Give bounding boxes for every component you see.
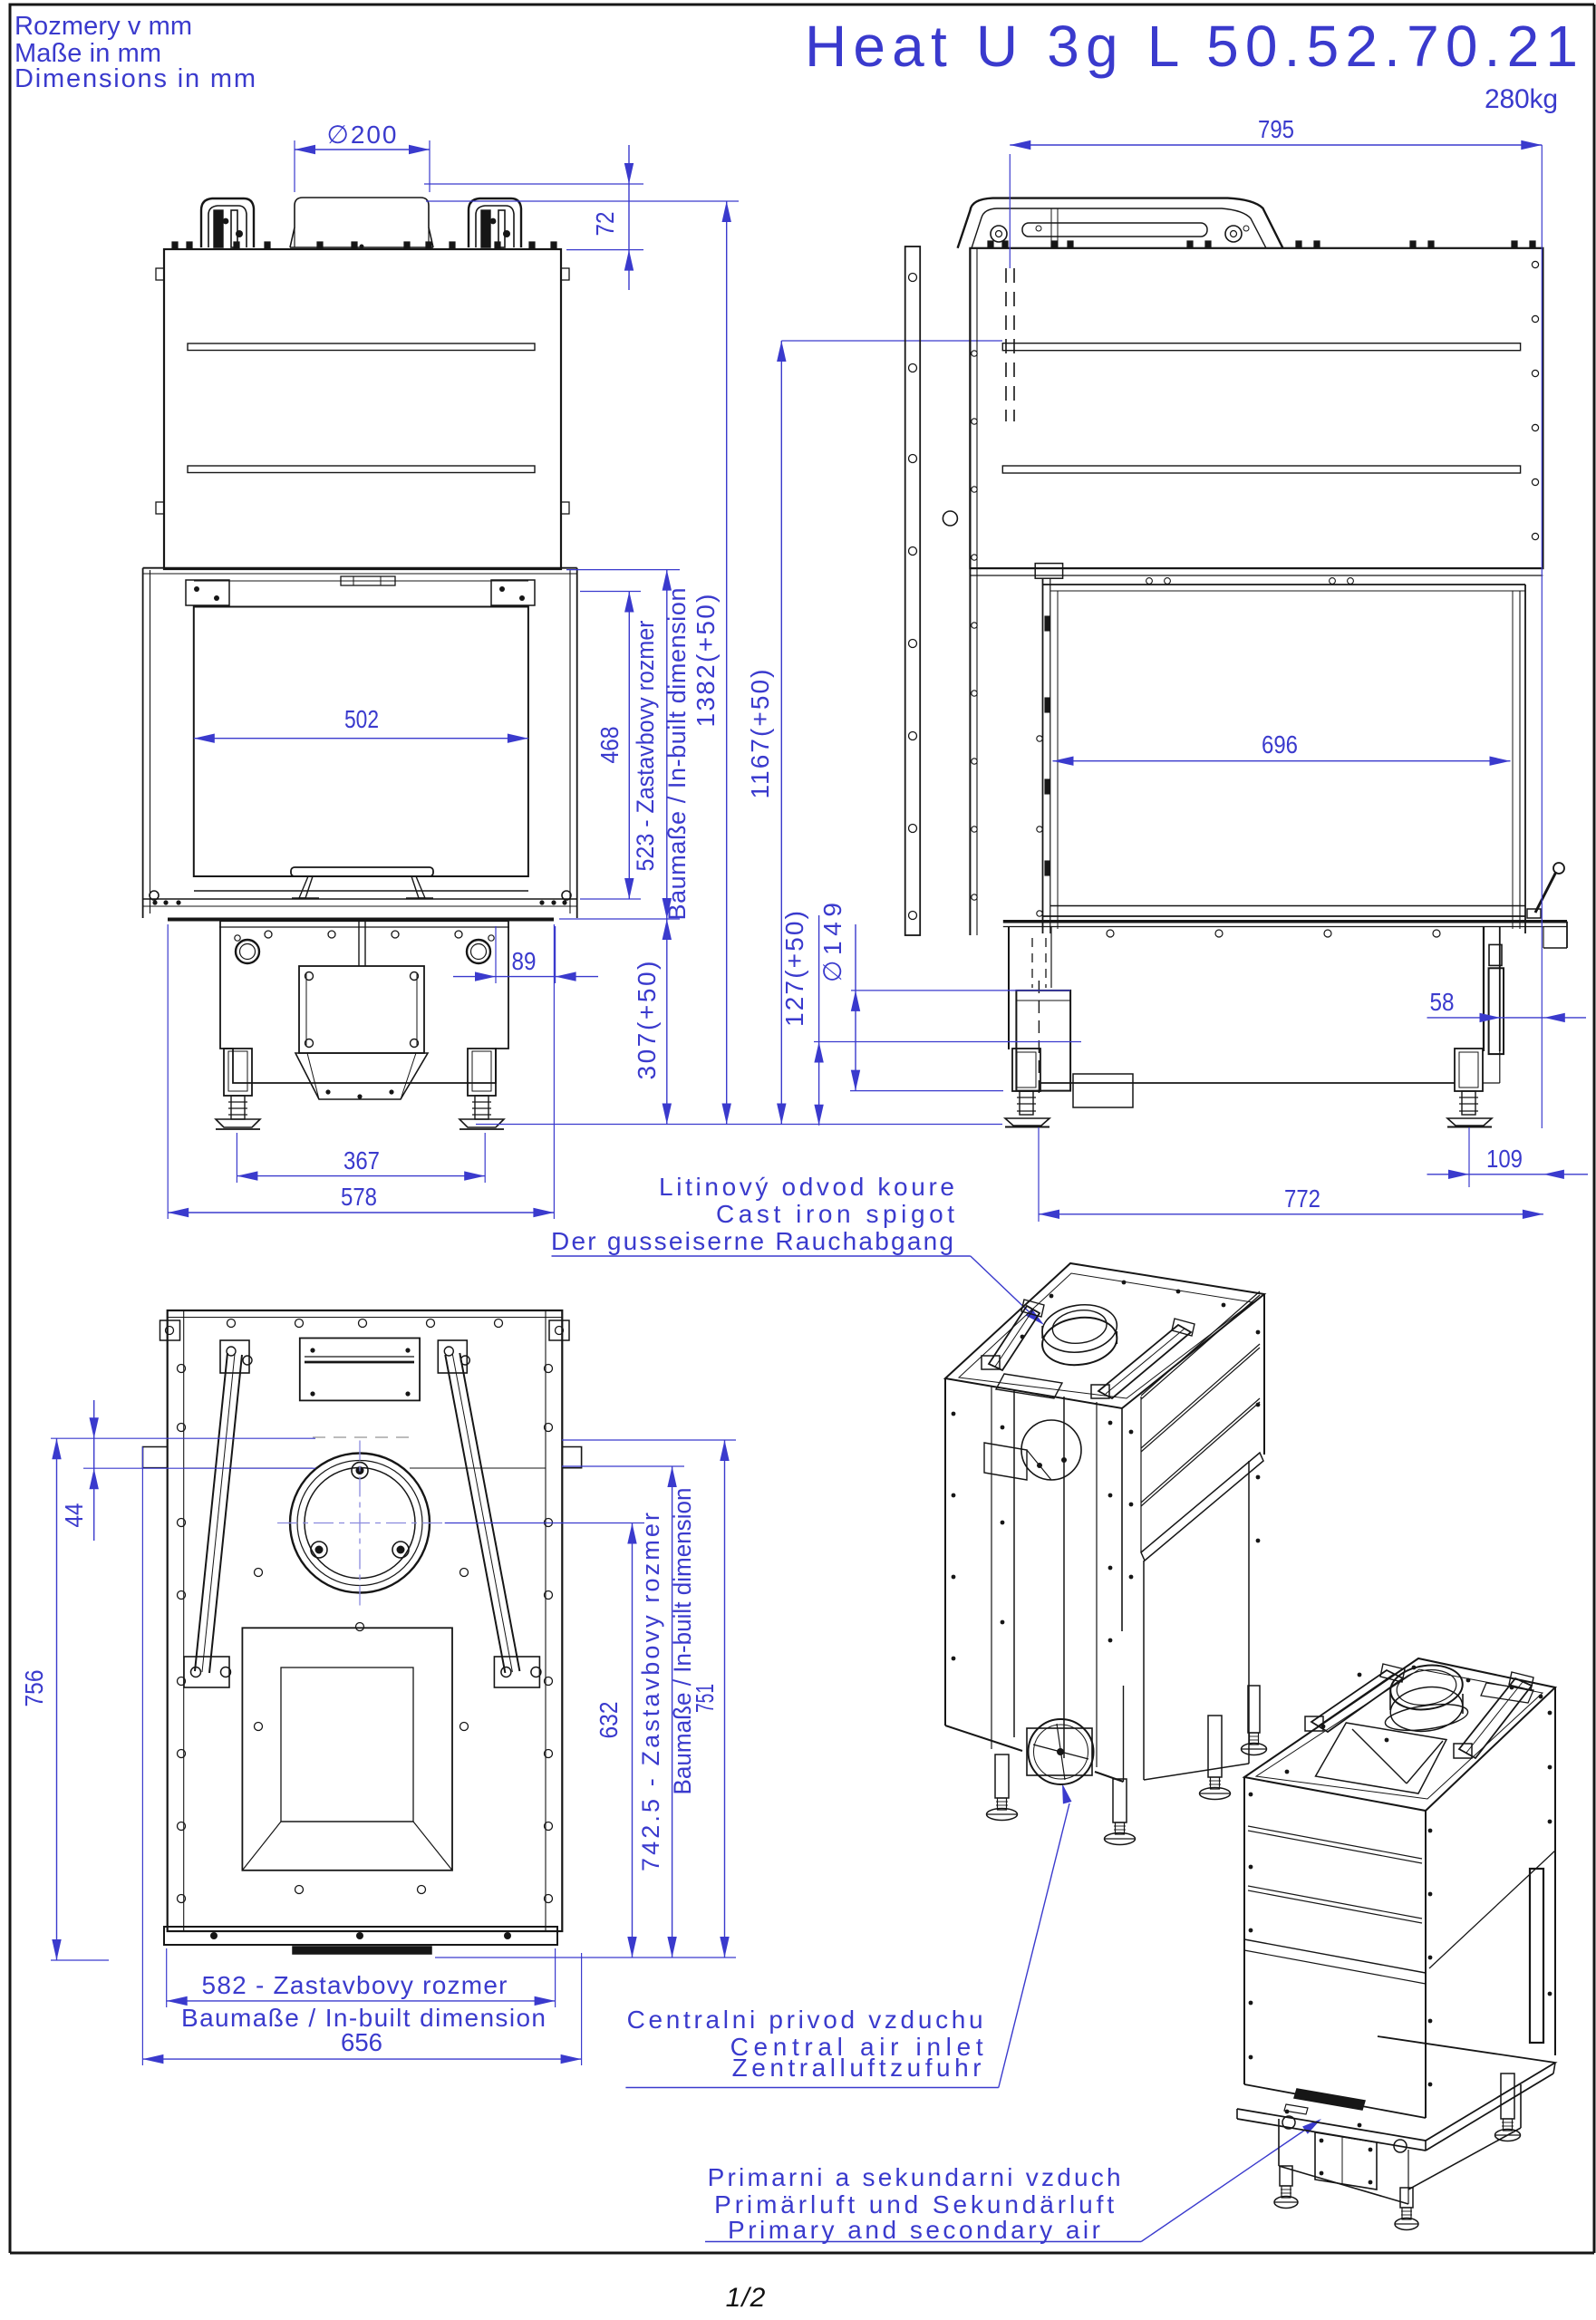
svg-text:1/2: 1/2 <box>726 2283 767 2313</box>
svg-text:751: 751 <box>691 1684 719 1713</box>
svg-text:307(+50): 307(+50) <box>633 962 661 1080</box>
svg-text:1382(+50): 1382(+50) <box>692 594 720 728</box>
svg-text:502: 502 <box>344 705 379 733</box>
svg-text:Baumaße / In-built dimension: Baumaße / In-built dimension <box>181 2004 546 2032</box>
svg-text:280kg: 280kg <box>1485 84 1558 114</box>
svg-text:Der gusseiserne Rauchabgang: Der gusseiserne Rauchabgang <box>551 1227 953 1255</box>
svg-text:Dimensions in mm: Dimensions in mm <box>15 64 256 93</box>
svg-text:∅200: ∅200 <box>327 121 397 149</box>
svg-text:795: 795 <box>1258 115 1294 143</box>
svg-text:Heat U 3g L 50.52.70.21: Heat U 3g L 50.52.70.21 <box>805 14 1578 79</box>
svg-text:582 - Zastavbovy rozmer: 582 - Zastavbovy rozmer <box>202 1971 508 1999</box>
svg-text:367: 367 <box>343 1146 380 1174</box>
svg-text:Rozmery v mm: Rozmery v mm <box>15 12 192 41</box>
svg-text:58: 58 <box>1430 988 1455 1016</box>
svg-text:Primärluft und Sekundärluft: Primärluft und Sekundärluft <box>714 2190 1114 2218</box>
svg-text:127(+50): 127(+50) <box>780 911 808 1027</box>
svg-text:756: 756 <box>20 1670 48 1707</box>
svg-text:Baumaße / In-built dimension: Baumaße / In-built dimension <box>663 588 691 921</box>
svg-text:696: 696 <box>1262 730 1298 759</box>
svg-text:468: 468 <box>595 727 624 764</box>
svg-text:Primary and secondary air: Primary and secondary air <box>728 2216 1100 2244</box>
svg-text:44: 44 <box>60 1503 88 1528</box>
svg-text:89: 89 <box>512 947 537 975</box>
svg-text:656: 656 <box>341 2028 382 2056</box>
svg-text:Zentralluftzufuhr: Zentralluftzufuhr <box>732 2054 982 2082</box>
svg-text:632: 632 <box>595 1702 623 1739</box>
svg-text:72: 72 <box>591 212 619 237</box>
svg-text:Maße in mm: Maße in mm <box>15 39 161 68</box>
svg-text:1167(+50): 1167(+50) <box>746 670 774 799</box>
svg-text:Baumaße / In-built dimension: Baumaße / In-built dimension <box>669 1488 696 1795</box>
svg-text:578: 578 <box>341 1183 377 1211</box>
svg-text:Litinový odvod koure: Litinový odvod koure <box>659 1173 954 1201</box>
svg-text:523 - Zastavbovy rozmer: 523 - Zastavbovy rozmer <box>632 620 659 871</box>
svg-text:Primarni a sekundarni vzduch: Primarni a sekundarni vzduch <box>708 2163 1121 2191</box>
svg-text:772: 772 <box>1284 1184 1320 1213</box>
svg-text:∅149: ∅149 <box>818 903 846 982</box>
svg-text:109: 109 <box>1486 1145 1523 1173</box>
